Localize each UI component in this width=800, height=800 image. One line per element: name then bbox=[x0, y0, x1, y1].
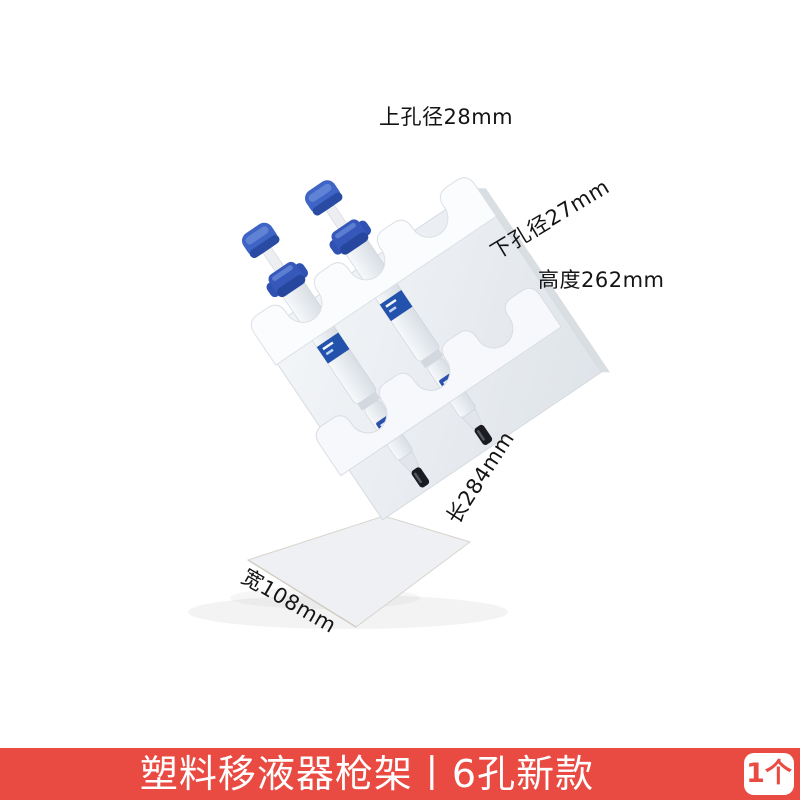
quantity-badge: 1个 bbox=[744, 753, 794, 795]
product-banner: 塑料移液器枪架丨6孔新款 1个 bbox=[0, 748, 800, 800]
dimension-label-top-hole: 上孔径28mm bbox=[379, 105, 514, 129]
stand-mid-bracket bbox=[311, 283, 562, 477]
dimension-label-height: 高度262mm bbox=[538, 268, 665, 292]
stand-top-bracket bbox=[246, 172, 497, 366]
stand-base bbox=[246, 515, 472, 628]
banner-title: 塑料移液器枪架丨6孔新款 bbox=[139, 752, 595, 796]
